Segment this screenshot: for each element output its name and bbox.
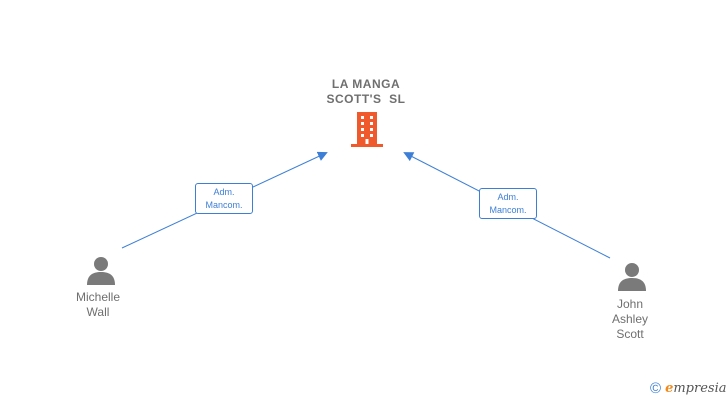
person-name-line1: Michelle: [75, 290, 120, 304]
person-name-line3: Scott: [616, 327, 644, 341]
brand-logo-first: e: [665, 380, 674, 396]
brand-logo-rest: mpresia: [673, 380, 727, 396]
role-badge-john[interactable]: Adm. Mancom.: [479, 188, 537, 219]
role-line1: Adm.: [213, 187, 235, 197]
person-name-john-ashley-scott[interactable]: John Ashley Scott: [580, 297, 680, 342]
person-icon[interactable]: [86, 256, 116, 286]
company-name[interactable]: LA MANGA SCOTT'S SL: [264, 77, 468, 107]
copyright-icon: ©: [650, 379, 662, 397]
person-name-michelle-wall[interactable]: Michelle Wall: [48, 290, 148, 320]
person-name-line1: John: [616, 297, 644, 311]
role-badge-michelle[interactable]: Adm. Mancom.: [195, 183, 253, 214]
building-icon[interactable]: [351, 112, 383, 148]
person-icon[interactable]: [617, 262, 647, 292]
role-line1: Adm.: [497, 192, 519, 202]
person-name-line2: Wall: [86, 305, 110, 319]
person-name-line2: Ashley: [611, 312, 649, 326]
company-name-line2: SCOTT'S SL: [326, 92, 406, 106]
brand-watermark: © empresia: [650, 378, 726, 398]
role-line2: Mancom.: [205, 200, 243, 210]
brand-logo: empresia: [665, 381, 726, 396]
role-line2: Mancom.: [489, 205, 527, 215]
company-name-line1: LA MANGA: [331, 77, 401, 91]
